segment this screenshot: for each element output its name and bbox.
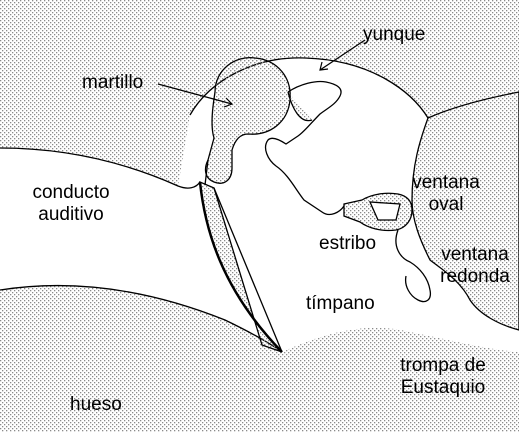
conducto-label-line1: conducto xyxy=(26,182,116,204)
timpano-label: tímpano xyxy=(306,293,375,315)
martillo-label: martillo xyxy=(82,72,143,94)
estribo-label: estribo xyxy=(319,233,376,255)
trompa-line1: trompa de xyxy=(393,355,493,377)
conducto-label-line2: auditivo xyxy=(26,204,116,226)
ventana-oval-label: ventana oval xyxy=(406,172,486,216)
hueso-label: hueso xyxy=(70,394,122,416)
conducto-auditivo-label: conducto auditivo xyxy=(26,182,116,226)
trompa-eustaquio-label: trompa de Eustaquio xyxy=(393,355,493,399)
ventana-redonda-label: ventana redonda xyxy=(432,244,518,288)
martillo-bone xyxy=(205,58,290,185)
ventana-oval-line2: oval xyxy=(406,194,486,216)
trompa-line2: Eustaquio xyxy=(393,377,493,399)
estribo-bone xyxy=(344,193,412,230)
ventana-oval-line1: ventana xyxy=(406,172,486,194)
ventana-redonda-line1: ventana xyxy=(432,244,518,266)
ventana-redonda-line2: redonda xyxy=(432,266,518,288)
yunque-label: yunque xyxy=(363,24,425,46)
